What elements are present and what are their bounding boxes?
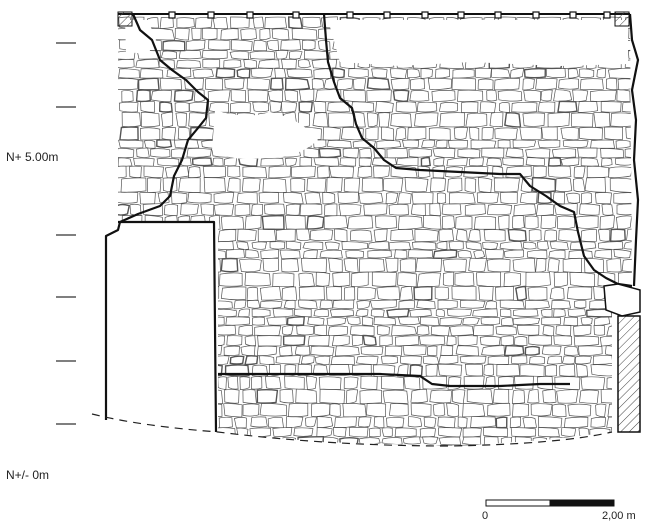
scale-end-label: 2,00 m — [602, 510, 636, 522]
scale-bar — [485, 499, 615, 507]
phase-lines — [104, 13, 640, 433]
right-buttress — [603, 283, 641, 433]
crenel-notches — [168, 11, 611, 19]
level-ticks — [56, 42, 76, 425]
plaster-patches — [125, 20, 628, 159]
level-label-0m: N+/- 0m — [6, 468, 50, 482]
level-label-5m: N+ 5.00m — [6, 150, 59, 164]
ground-line — [91, 413, 613, 447]
scale-start-label: 0 — [482, 510, 489, 522]
stone-masonry — [118, 16, 632, 446]
corner-hatched-blocks — [117, 11, 630, 27]
